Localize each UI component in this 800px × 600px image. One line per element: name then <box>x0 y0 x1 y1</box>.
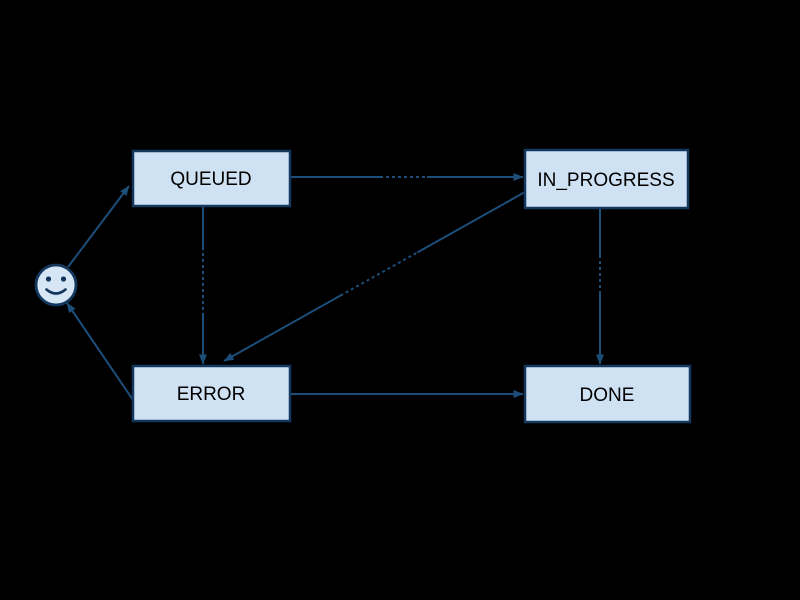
smiley-mouth <box>45 288 67 295</box>
node-error-label: ERROR <box>177 384 246 405</box>
node-done-label: DONE <box>580 385 635 406</box>
node-error: ERROR <box>131 364 292 423</box>
node-error-box <box>131 364 292 423</box>
node-in-progress: IN_PROGRESS <box>523 148 690 210</box>
obscured-edge-labels <box>201 175 602 313</box>
node-queued: QUEUED <box>131 149 292 208</box>
obscured-label-in-progress-to-error <box>342 250 418 296</box>
node-in-progress-box <box>523 148 690 210</box>
smiley-right-eye <box>60 276 67 282</box>
smiley-face-icon <box>34 263 78 307</box>
node-done-box <box>523 364 692 424</box>
edge-start-to-queued <box>67 185 130 268</box>
node-queued-box <box>131 149 292 208</box>
smiley-face-circle <box>34 263 78 307</box>
edge-error-to-start <box>66 302 134 401</box>
smiley-left-eye <box>45 276 52 282</box>
node-in-progress-label: IN_PROGRESS <box>537 170 674 191</box>
node-queued-label: QUEUED <box>170 169 251 190</box>
node-done: DONE <box>523 364 692 424</box>
